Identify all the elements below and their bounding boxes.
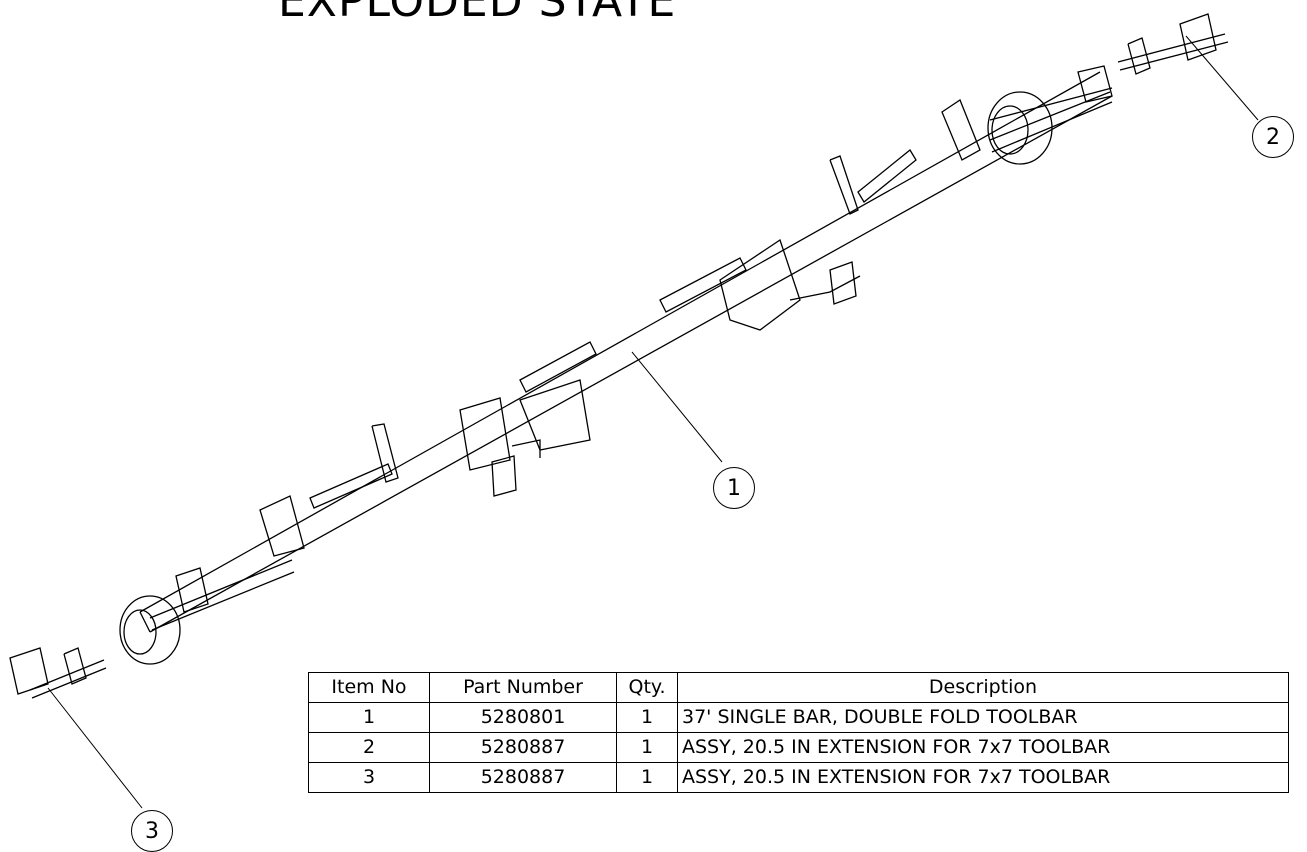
table-row: 1 5280801 1 37' SINGLE BAR, DOUBLE FOLD … <box>308 702 1289 733</box>
center-hinge-right <box>659 238 861 331</box>
cell-description: ASSY, 20.5 IN EXTENSION FOR 7x7 TOOLBAR <box>677 732 1289 763</box>
cell-item-no: 2 <box>308 732 430 763</box>
cell-qty: 1 <box>616 702 678 733</box>
left-extension-assembly <box>9 647 107 699</box>
leader-lines <box>47 35 1259 809</box>
right-extension-assembly <box>1117 13 1229 75</box>
right-wing-tube <box>989 65 1113 121</box>
cell-part-number: 5280801 <box>429 702 617 733</box>
bill-of-materials-table: Item No Part Number Qty. Description 1 5… <box>308 672 1289 793</box>
drawing-title: EXPLODED STATE <box>278 0 677 27</box>
cell-qty: 1 <box>616 762 678 793</box>
right-gauge-wheel <box>987 91 1113 165</box>
center-hinge-left <box>459 341 597 497</box>
cell-part-number: 5280887 <box>429 762 617 793</box>
right-fold-cylinder <box>829 99 981 215</box>
cell-qty: 1 <box>616 732 678 763</box>
left-gauge-wheel <box>119 559 295 665</box>
cell-description: 37' SINGLE BAR, DOUBLE FOLD TOOLBAR <box>677 702 1289 733</box>
item-balloon-3: 3 <box>131 810 173 852</box>
item-balloon-1: 1 <box>713 467 755 509</box>
header-description: Description <box>677 672 1289 703</box>
bom-header-row: Item No Part Number Qty. Description <box>308 672 1289 703</box>
item-balloon-2: 2 <box>1252 116 1294 158</box>
cell-item-no: 3 <box>308 762 430 793</box>
cell-description: ASSY, 20.5 IN EXTENSION FOR 7x7 TOOLBAR <box>677 762 1289 793</box>
table-row: 3 5280887 1 ASSY, 20.5 IN EXTENSION FOR … <box>308 762 1289 793</box>
cell-item-no: 1 <box>308 702 430 733</box>
table-row: 2 5280887 1 ASSY, 20.5 IN EXTENSION FOR … <box>308 732 1289 763</box>
header-qty: Qty. <box>616 672 678 703</box>
left-fold-cylinder <box>259 423 399 557</box>
header-item-no: Item No <box>308 672 430 703</box>
main-toolbar-beam <box>139 71 1113 633</box>
header-part-number: Part Number <box>429 672 617 703</box>
cell-part-number: 5280887 <box>429 732 617 763</box>
